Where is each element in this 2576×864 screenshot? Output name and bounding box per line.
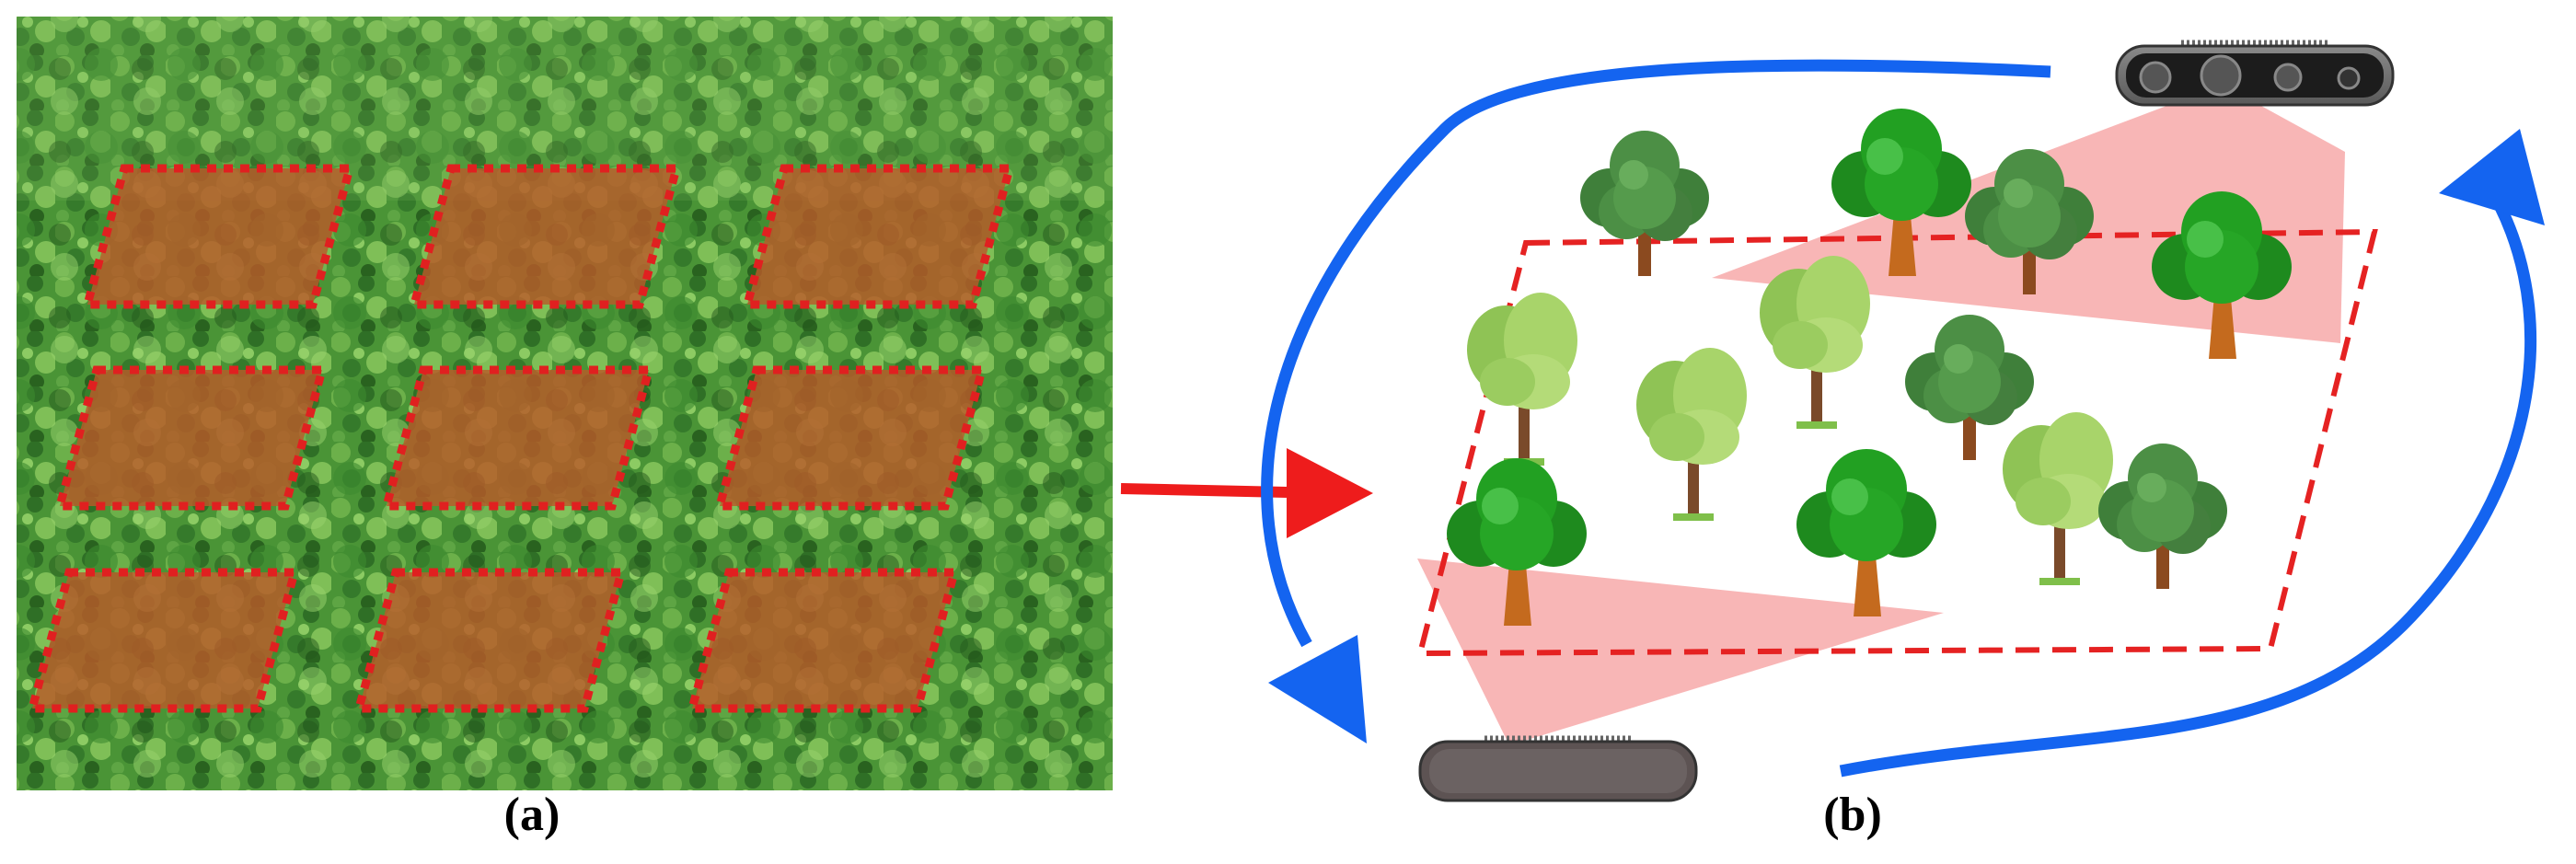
tree-icon [1760, 256, 1870, 429]
depth-camera-icon [2117, 42, 2393, 105]
orbit-arrow-icon [1261, 59, 2051, 743]
panel-b-label: (b) [1823, 789, 1882, 841]
plot-region [381, 365, 654, 511]
plot-region [742, 164, 1015, 309]
plot-region [687, 568, 960, 713]
plot-boundary [1416, 228, 2378, 657]
depth-camera-icon [1418, 735, 1698, 802]
plot-grid [27, 164, 1015, 713]
tree-icon [1580, 131, 1709, 276]
plot-region [54, 365, 328, 511]
right-arrow-icon [1120, 448, 1373, 538]
camera-fov-bottom [1417, 559, 1944, 745]
tree-icon [1467, 293, 1577, 466]
tree-icon [1796, 449, 1936, 616]
plot-region [27, 568, 300, 713]
tree-icon [1636, 348, 1747, 521]
tree-icon [2098, 444, 2227, 589]
panel-a-label: (a) [503, 789, 560, 841]
orbit-arrow-icon [1839, 129, 2545, 778]
plot-region [353, 568, 627, 713]
plot-region [82, 164, 355, 309]
tree-icon [2003, 412, 2113, 585]
plot-region [409, 164, 682, 309]
plot-region [714, 365, 988, 511]
